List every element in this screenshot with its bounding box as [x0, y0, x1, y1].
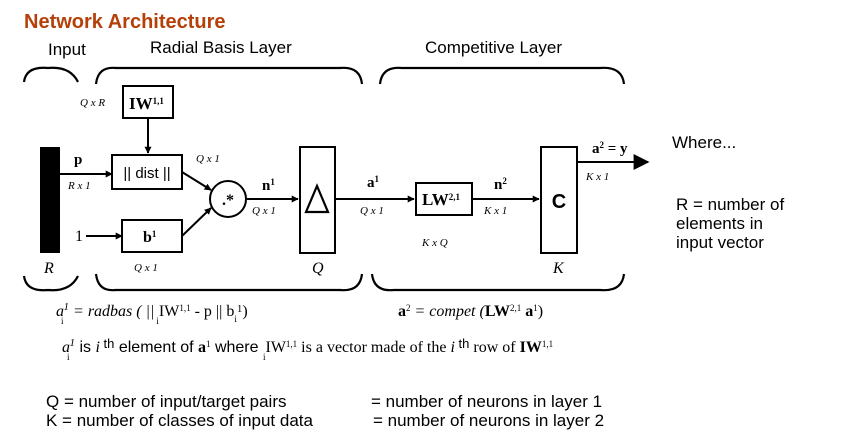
where-line-2: elements in — [676, 214, 763, 233]
radial-size-label: Q — [312, 260, 324, 277]
radbas-triangle-icon — [304, 183, 330, 214]
brace-bottom-radial — [94, 273, 364, 292]
n2-dims-label: K x 1 — [483, 205, 507, 217]
dist-out-dims-label: Q x 1 — [196, 153, 220, 165]
section-label-radial-basis: Radial Basis Layer — [150, 38, 292, 57]
compet-equation: a2 = compet (LW2,1 a1) — [398, 303, 543, 320]
lw-weight-box — [415, 182, 473, 216]
where-line-1: R = number of — [676, 195, 784, 214]
output-dims-label: K x 1 — [585, 171, 609, 183]
n1-label: n1 — [262, 177, 275, 194]
lw-weight-label: LW2,1 — [422, 190, 461, 209]
radbas-transfer-box — [299, 146, 336, 254]
legend-q-definition: Q = number of input/target pairs — [46, 392, 287, 411]
n2-label: n2 — [494, 176, 507, 193]
compet-transfer-box — [540, 146, 578, 254]
bias-label: b1 — [143, 229, 157, 246]
bias-dims-label: Q x 1 — [134, 262, 158, 274]
section-label-competitive: Competitive Layer — [425, 38, 562, 57]
lw-dims-label: K x Q — [421, 237, 448, 249]
legend-q-neurons: = number of neurons in layer 1 — [371, 392, 602, 411]
brace-bottom-competitive — [370, 273, 626, 292]
iw-weight-box — [122, 85, 174, 119]
input-size-label: R — [43, 260, 54, 277]
input-signal-label: p — [74, 152, 82, 168]
bias-to-mult-arrow — [181, 207, 212, 237]
iw-weight-label: IW1,1 — [129, 94, 164, 113]
where-line-3: input vector — [676, 233, 764, 252]
a1-label: a1 — [367, 174, 380, 191]
brace-top-input — [22, 66, 79, 83]
diagram-title: Network Architecture — [24, 11, 226, 33]
brace-top-competitive — [378, 66, 626, 85]
input-dims-label: R x 1 — [67, 180, 91, 192]
iw-dims-label: Q x R — [80, 97, 105, 109]
element-multiply-label: .* — [222, 192, 234, 209]
section-label-input: Input — [48, 40, 86, 59]
brace-bottom-input — [22, 275, 79, 292]
a1-dims-label: Q x 1 — [360, 205, 384, 217]
where-heading: Where... — [672, 133, 736, 152]
bias-input-label: 1 — [75, 228, 83, 245]
dist-to-mult-arrow — [181, 171, 212, 191]
compet-label: C — [552, 191, 566, 213]
dist-label: || dist || — [123, 165, 170, 182]
legend-k-definition: K = number of classes of input data — [46, 411, 314, 430]
legend-k-neurons: = number of neurons in layer 2 — [373, 411, 604, 430]
competitive-size-label: K — [552, 260, 565, 277]
n1-dims-label: Q x 1 — [252, 205, 276, 217]
brace-top-radial — [94, 66, 364, 85]
input-vector-bar — [40, 147, 60, 253]
output-label: a2 = y — [592, 140, 628, 157]
